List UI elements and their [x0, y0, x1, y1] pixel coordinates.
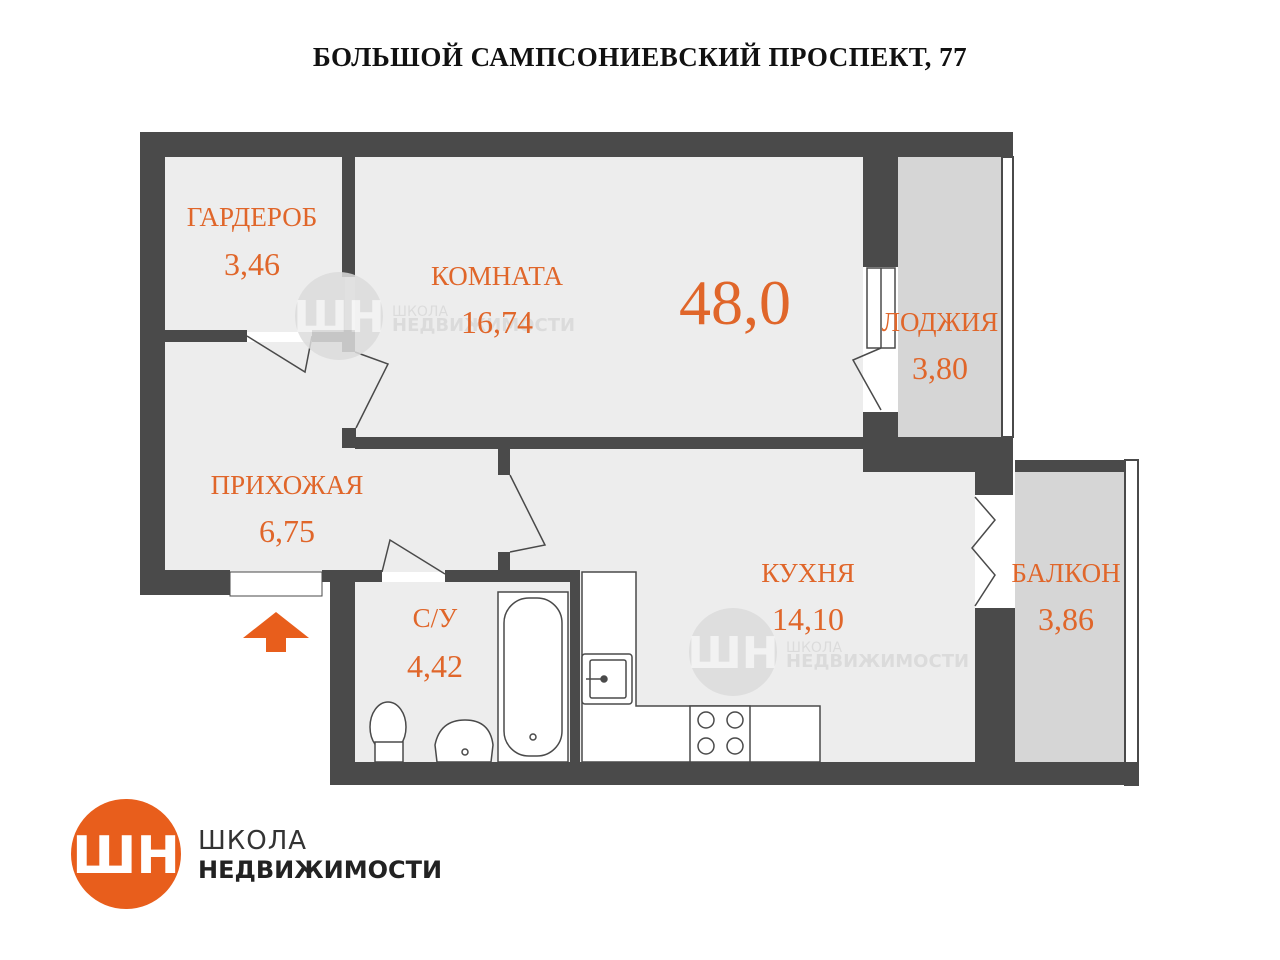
wall-bathroom-top	[445, 570, 580, 582]
entrance-opening	[229, 571, 323, 597]
wall-room-door-stub	[342, 428, 356, 448]
bathroom-area: 4,42	[407, 648, 463, 684]
floors	[165, 157, 1125, 770]
watermark-2: ШН ШКОЛА НЕДВИЖИМОСТИ	[687, 608, 969, 696]
bathtub-icon	[497, 591, 569, 763]
wall-wardrobe-bottom	[165, 330, 247, 342]
room-area: 16,74	[461, 304, 533, 340]
bathroom-fixtures	[369, 591, 569, 763]
wall-bottom	[330, 762, 1138, 785]
hallway-label: ПРИХОЖАЯ	[211, 470, 364, 500]
watermark-line2: НЕДВИЖИМОСТИ	[392, 315, 575, 336]
room-label: КОМНАТА	[431, 261, 564, 291]
room-floor	[355, 157, 863, 437]
wall-wardrobe-right	[342, 157, 355, 277]
kitchen-label: КУХНЯ	[761, 558, 855, 588]
loggia-label: ЛОДЖИЯ	[882, 307, 999, 337]
room-door	[354, 351, 390, 429]
entrance-arrow-icon	[229, 571, 323, 652]
wall-top	[140, 132, 1013, 157]
watermark-1: ШН ШКОЛА НЕДВИЖИМОСТИ	[293, 272, 575, 360]
watermark-line1: ШКОЛА	[392, 304, 448, 320]
page-title: БОЛЬШОЙ САМПСОНИЕВСКИЙ ПРОСПЕКТ, 77	[312, 42, 968, 72]
watermark-logo-icon	[689, 608, 777, 696]
wall-bathroom-left	[330, 570, 355, 785]
kitchen-counter	[581, 571, 821, 763]
wall-partition-top	[498, 449, 510, 475]
company-logo: ШН ШКОЛА НЕДВИЖИМОСТИ	[70, 798, 490, 913]
wall-bathroom-right	[570, 570, 580, 765]
balcony-door	[971, 496, 996, 607]
wall-balcony-bottom	[1015, 762, 1138, 785]
wall-bottom-left	[140, 570, 230, 595]
kitchen-door	[509, 474, 547, 553]
wall-room-bottom	[355, 437, 863, 449]
bathroom-door	[381, 538, 446, 575]
wall-kitchen-right-bottom	[975, 608, 1015, 785]
loggia-door	[851, 347, 882, 411]
wall-room-right-top	[863, 157, 898, 267]
watermark-line2: НЕДВИЖИМОСТИ	[786, 651, 969, 672]
wall-balcony-top	[1015, 460, 1138, 472]
kitchen-area: 14,10	[772, 601, 844, 637]
logo-line1: ШКОЛА	[198, 826, 308, 856]
hallway-area: 6,75	[259, 513, 315, 549]
logo-line2: НЕДВИЖИМОСТИ	[198, 856, 443, 884]
watermark-mark: ШН	[687, 628, 778, 679]
watermark-mark: ШН	[293, 292, 384, 343]
logo-mark-text: ШН	[72, 826, 180, 886]
toilet-icon	[369, 701, 407, 763]
balcony-label: БАЛКОН	[1011, 558, 1120, 588]
total-area: 48,0	[679, 267, 791, 338]
balcony-area: 3,86	[1038, 601, 1094, 637]
loggia-area: 3,80	[912, 350, 968, 386]
bathroom-label: С/У	[413, 603, 459, 633]
balcony-floor	[1015, 472, 1125, 770]
watermark-logo-icon	[295, 272, 383, 360]
loggia-floor	[898, 157, 1008, 437]
wall-kitchen-right-top	[975, 437, 1013, 495]
watermark-line1: ШКОЛА	[786, 640, 842, 656]
balcony-window	[1124, 459, 1139, 786]
loggia-window	[1001, 156, 1014, 438]
kitchen-sink-icon	[581, 653, 633, 705]
kitchen-fixtures	[581, 571, 821, 763]
washbasin-icon	[434, 719, 494, 763]
wall-left	[140, 132, 165, 595]
logo-mark-icon: ШН	[71, 799, 181, 909]
stove-icon	[689, 705, 751, 763]
wardrobe-label: ГАРДЕРОБ	[187, 202, 317, 232]
wardrobe-area: 3,46	[224, 246, 280, 282]
hallway-floor	[165, 342, 355, 572]
doors	[246, 267, 996, 607]
walls	[140, 132, 1139, 786]
